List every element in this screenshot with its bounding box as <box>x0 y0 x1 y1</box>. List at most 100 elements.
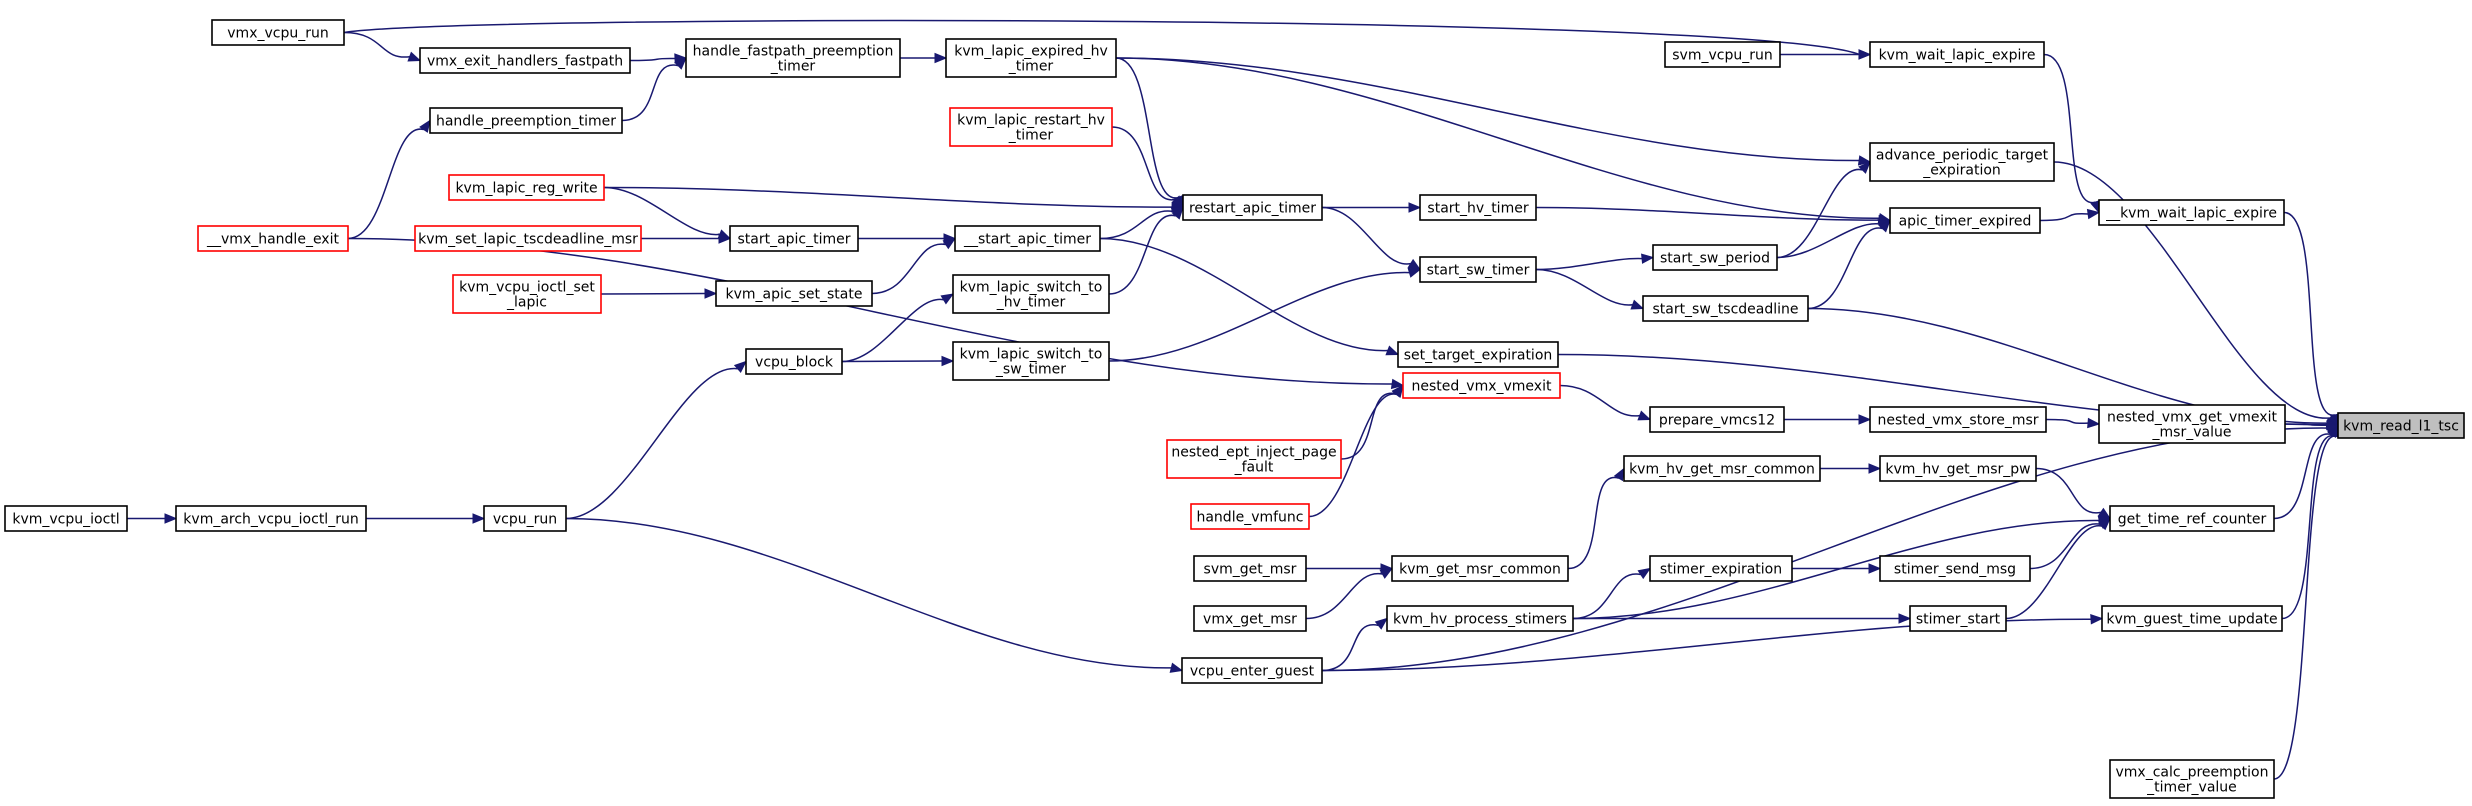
node-kvm-hv-get-msr-pw[interactable]: kvm_hv_get_msr_pw <box>1879 455 2037 482</box>
node-label: start_hv_timer <box>1427 201 1528 217</box>
node-stimer-send-msg[interactable]: stimer_send_msg <box>1879 555 2031 582</box>
node-vcpu-block[interactable]: vcpu_block <box>745 348 843 375</box>
node-box <box>745 348 843 375</box>
node-box <box>1419 256 1537 283</box>
node-label: _sw_timer <box>995 362 1066 378</box>
node-stimer-expiration[interactable]: stimer_expiration <box>1649 555 1793 582</box>
node-start-sw-timer[interactable]: start_sw_timer <box>1419 256 1537 283</box>
node-vmx-handle-exit[interactable]: __vmx_handle_exit <box>197 225 349 252</box>
node-kvm-arch-vcpu-ioctl-run[interactable]: kvm_arch_vcpu_ioctl_run <box>175 505 367 532</box>
node-label: kvm_vcpu_ioctl <box>12 512 119 528</box>
node-vcpu-run[interactable]: vcpu_run <box>483 505 567 532</box>
node-stimer-start[interactable]: stimer_start <box>1909 605 2007 632</box>
node-box <box>452 274 602 314</box>
call-edge-kvm_lapic_expired_hv_timer-to-advance_periodic_target_expiration <box>1115 57 1872 166</box>
call-edge-kvm_arch_vcpu_ioctl_run-to-vcpu_run <box>365 513 486 524</box>
node-kvm-lapic-restart-hv-timer[interactable]: kvm_lapic_restart_hv_timer <box>949 107 1113 147</box>
node-svm-vcpu-run[interactable]: svm_vcpu_run <box>1664 41 1781 68</box>
call-edge-kvm_apic_set_state-to-__start_apic_timer <box>871 237 957 295</box>
node-box <box>1386 605 1574 632</box>
edge-line <box>841 298 944 363</box>
arrowhead <box>2098 517 2111 531</box>
node-kvm-wait-lapic-expire[interactable]: kvm_wait_lapic_expire <box>1869 41 2045 68</box>
call-edge-restart_apic_timer-to-start_hv_timer <box>1322 202 1422 213</box>
edge-line <box>2053 161 2330 419</box>
node-box <box>1879 455 2037 482</box>
node-advance-periodic-target-expiration[interactable]: advance_periodic_target_expiration <box>1869 142 2055 182</box>
node-box <box>1182 194 1323 221</box>
arrowhead <box>1390 378 1405 390</box>
node-label: _fault <box>1234 460 1274 476</box>
arrowhead <box>1641 253 1655 264</box>
edge-line <box>347 128 424 240</box>
node-label: get_time_ref_counter <box>2118 512 2267 528</box>
node-box <box>945 38 1117 78</box>
node-label: kvm_lapic_restart_hv <box>957 113 1105 129</box>
node-kvm-vcpu-ioctl[interactable]: kvm_vcpu_ioctl <box>4 505 128 532</box>
node-start-hv-timer[interactable]: start_hv_timer <box>1419 194 1537 221</box>
edge-line <box>565 517 1172 669</box>
node-start-apic-timer[interactable]: start_apic_timer <box>729 225 859 252</box>
node-vcpu-enter-guest[interactable]: vcpu_enter_guest <box>1181 657 1323 684</box>
edge-line <box>343 31 410 58</box>
node-handle-vmfunc[interactable]: handle_vmfunc <box>1190 503 1310 530</box>
node-kvm-hv-get-msr-common[interactable]: kvm_hv_get_msr_common <box>1623 455 1821 482</box>
node-nested-vmx-get-vmexit-msr-value[interactable]: nested_vmx_get_vmexit_msr_value <box>2098 404 2286 444</box>
call-edge-apic_timer_expired-to-__kvm_wait_lapic_expire <box>2039 208 2101 222</box>
call-edge-nested_vmx_store_msr-to-nested_vmx_get_vmexit_msr_value <box>2045 417 2101 429</box>
node-svm-get-msr[interactable]: svm_get_msr <box>1193 555 1307 582</box>
arrowhead <box>1858 414 1872 425</box>
node-handle-fastpath-preemption-timer[interactable]: handle_fastpath_preemption_timer <box>685 38 901 78</box>
node-box <box>1879 555 2031 582</box>
node-kvm-apic-set-state[interactable]: kvm_apic_set_state <box>715 280 873 307</box>
node-label: kvm_lapic_switch_to <box>960 347 1103 363</box>
node-label: _expiration <box>1922 163 2001 179</box>
node-nested-ept-inject-page-fault[interactable]: nested_ept_inject_page_fault <box>1166 439 1342 479</box>
edge-line <box>1535 268 1633 306</box>
node-kvm-wait-lapic-expire[interactable]: __kvm_wait_lapic_expire <box>2098 199 2285 226</box>
call-edge-kvm_lapic_reg_write-to-restart_apic_timer <box>603 186 1185 213</box>
node-kvm-guest-time-update[interactable]: kvm_guest_time_update <box>2101 605 2283 632</box>
node-start-apic-timer[interactable]: __start_apic_timer <box>954 225 1101 252</box>
node-nested-vmx-vmexit[interactable]: nested_vmx_vmexit <box>1402 372 1561 399</box>
node-label: nested_vmx_store_msr <box>1877 413 2038 429</box>
node-kvm-read-l1-tsc[interactable]: kvm_read_l1_tsc <box>2337 412 2465 439</box>
node-kvm-set-lapic-tscdeadline-msr[interactable]: kvm_set_lapic_tscdeadline_msr <box>414 225 642 252</box>
call-edge-kvm_lapic_restart_hv_timer-to-restart_apic_timer <box>1111 126 1184 209</box>
node-vmx-calc-preemption-timer-value[interactable]: vmx_calc_preemption_timer_value <box>2109 759 2275 799</box>
node-box <box>1190 503 1310 530</box>
edge-line <box>1559 384 1640 417</box>
edge-line <box>1308 393 1397 518</box>
edge-line <box>1099 210 1173 240</box>
node-kvm-lapic-expired-hv-timer[interactable]: kvm_lapic_expired_hv_timer <box>945 38 1117 78</box>
node-vmx-get-msr[interactable]: vmx_get_msr <box>1193 605 1307 632</box>
node-start-sw-tscdeadline[interactable]: start_sw_tscdeadline <box>1642 295 1809 322</box>
edge-line <box>871 243 946 295</box>
arrowhead <box>419 119 431 133</box>
node-start-sw-period[interactable]: start_sw_period <box>1652 244 1778 271</box>
node-kvm-lapic-switch-to-sw-timer[interactable]: kvm_lapic_switch_to_sw_timer <box>952 341 1110 381</box>
call-edge-start_sw_period-to-advance_periodic_target_expiration <box>1776 161 1871 259</box>
node-kvm-hv-process-stimers[interactable]: kvm_hv_process_stimers <box>1386 605 1574 632</box>
node-label: _timer <box>1008 59 1054 75</box>
node-get-time-ref-counter[interactable]: get_time_ref_counter <box>2109 505 2275 532</box>
node-nested-vmx-store-msr[interactable]: nested_vmx_store_msr <box>1869 406 2047 433</box>
arrowhead <box>1613 467 1625 482</box>
node-label: nested_vmx_vmexit <box>1412 379 1552 395</box>
node-set-target-expiration[interactable]: set_target_expiration <box>1397 341 1559 368</box>
node-kvm-lapic-switch-to-hv-timer[interactable]: kvm_lapic_switch_to_hv_timer <box>952 274 1110 314</box>
node-kvm-vcpu-ioctl-set-lapic[interactable]: kvm_vcpu_ioctl_set_lapic <box>452 274 602 314</box>
arrowhead <box>942 237 957 250</box>
node-vmx-exit-handlers-fastpath[interactable]: vmx_exit_handlers_fastpath <box>419 47 631 74</box>
call-edge-start_sw_timer-to-start_sw_period <box>1535 253 1655 271</box>
node-prepare-vmcs12[interactable]: prepare_vmcs12 <box>1649 406 1785 433</box>
node-box <box>2098 404 2286 444</box>
node-handle-preemption-timer[interactable]: handle_preemption_timer <box>429 107 623 134</box>
node-vmx-vcpu-run[interactable]: vmx_vcpu_run <box>211 19 345 46</box>
node-apic-timer-expired[interactable]: apic_timer_expired <box>1889 207 2041 234</box>
node-kvm-get-msr-common[interactable]: kvm_get_msr_common <box>1391 555 1569 582</box>
node-restart-apic-timer[interactable]: restart_apic_timer <box>1182 194 1323 221</box>
node-box <box>1649 555 1793 582</box>
edge-line <box>1111 126 1176 201</box>
node-kvm-lapic-reg-write[interactable]: kvm_lapic_reg_write <box>448 174 605 201</box>
